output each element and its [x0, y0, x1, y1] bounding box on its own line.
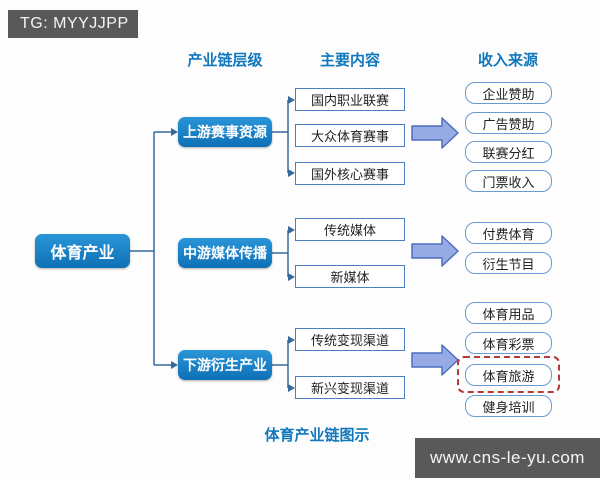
site-watermark: www.cns-le-yu.com — [415, 438, 600, 478]
column-header-content: 主要内容 — [319, 52, 381, 69]
flow-arrows — [411, 117, 459, 376]
income-box-sports-lottery: 体育彩票 — [465, 332, 552, 354]
flow-arrow-downstream-icon — [411, 344, 459, 376]
income-box-corporate-sponsorship: 企业赞助 — [465, 82, 552, 104]
level-node-upstream: 上游赛事资源 — [178, 117, 272, 147]
income-box-ad-sponsorship: 广告赞助 — [465, 112, 552, 134]
income-box-sporting-goods: 体育用品 — [465, 302, 552, 324]
content-box-new-monetization: 新兴变现渠道 — [295, 376, 405, 399]
column-header-income: 收入来源 — [477, 52, 539, 69]
content-box-mass-sports-events: 大众体育赛事 — [295, 124, 405, 147]
content-box-domestic-pro-league: 国内职业联赛 — [295, 88, 405, 111]
content-box-traditional-monetization: 传统变现渠道 — [295, 328, 405, 351]
level-node-downstream: 下游衍生产业 — [178, 350, 272, 380]
income-box-paid-sports: 付费体育 — [465, 222, 552, 244]
income-box-derivative-programs: 衍生节目 — [465, 252, 552, 274]
diagram-caption: 体育产业链图示 — [264, 427, 370, 444]
content-box-foreign-core-events: 国外核心赛事 — [295, 162, 405, 185]
income-box-ticket-revenue: 门票收入 — [465, 170, 552, 192]
level-node-midstream: 中游媒体传播 — [178, 238, 272, 268]
connector-arrowheads — [171, 96, 295, 392]
flow-arrow-midstream-icon — [411, 235, 459, 267]
income-box-sports-tourism: 体育旅游 — [465, 364, 552, 386]
highlight-dashed-border — [457, 356, 560, 393]
column-header-level: 产业链层级 — [187, 52, 263, 69]
income-box-league-dividends: 联赛分红 — [465, 141, 552, 163]
flow-arrow-upstream-icon — [411, 117, 459, 149]
tg-watermark: TG: MYYJJPP — [8, 10, 138, 38]
content-box-new-media: 新媒体 — [295, 265, 405, 288]
content-box-traditional-media: 传统媒体 — [295, 218, 405, 241]
root-node-sports-industry: 体育产业 — [35, 234, 130, 268]
income-box-fitness-training: 健身培训 — [465, 395, 552, 417]
